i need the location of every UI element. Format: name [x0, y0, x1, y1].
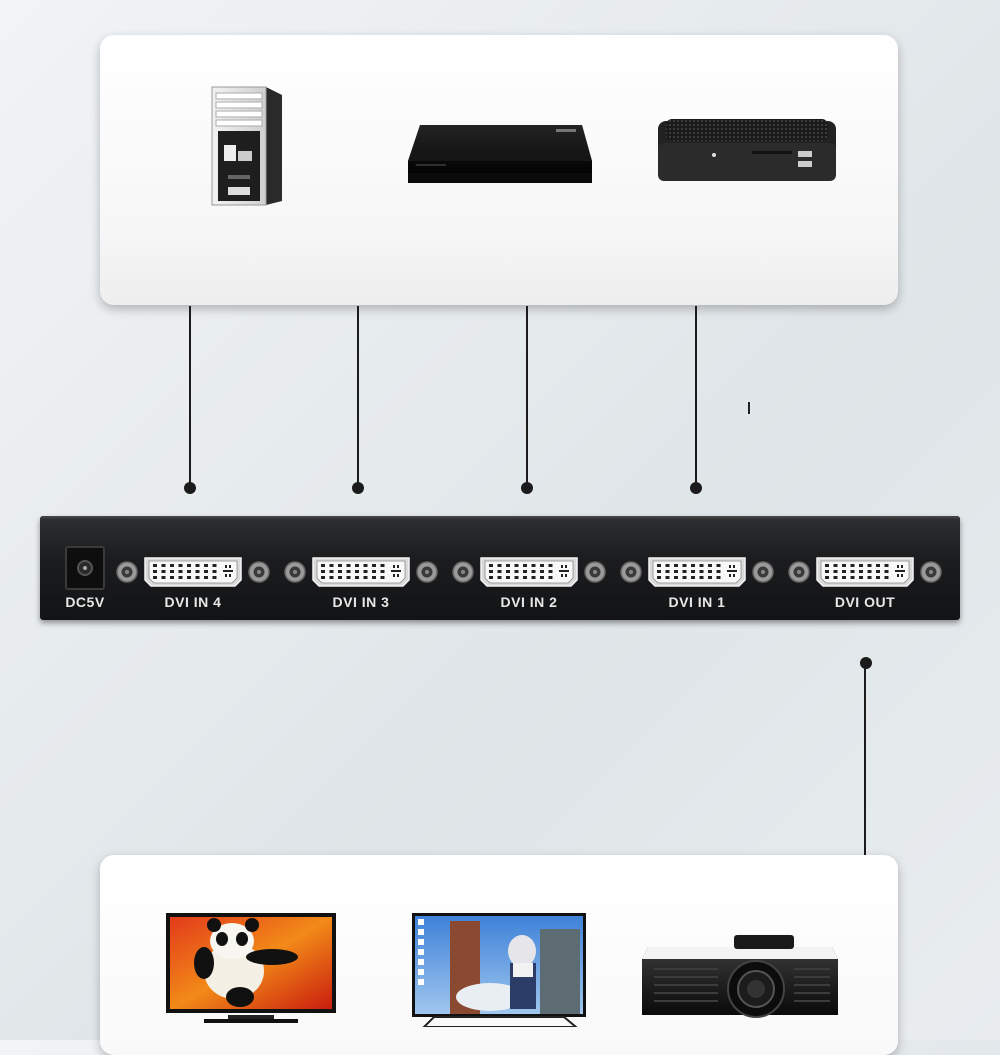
- source-wire-4: [695, 306, 697, 488]
- dvi-port-2: [284, 557, 438, 587]
- output-wire: [864, 663, 866, 856]
- set-top-box-icon: [658, 119, 836, 181]
- source-wire-2: [357, 306, 359, 488]
- stray-mark: [748, 402, 750, 414]
- game-console-icon: [408, 125, 592, 183]
- pc-tower-icon: [211, 86, 282, 206]
- dvi-switch-rear-panel: DC5V DVI IN 4 DVI IN 3 DVI IN 2 DVI IN 1 DVI…: [40, 516, 960, 620]
- dvi-port-1: [116, 557, 270, 587]
- dvi-port-label-1: DVI IN 4: [164, 594, 222, 610]
- display-devices-panel: [100, 855, 898, 1055]
- dvi-port-4: [620, 557, 774, 587]
- source-wire-1: [189, 306, 191, 488]
- dvi-port-label-3: DVI IN 2: [500, 594, 558, 610]
- source-devices-panel: [100, 35, 898, 305]
- monitor-icon: [412, 913, 586, 1027]
- output-connector-dot: [860, 657, 872, 669]
- source-wire-3: [526, 306, 528, 488]
- dc-power-label: DC5V: [65, 594, 105, 610]
- dvi-port-3: [452, 557, 606, 587]
- dvi-port-label-2: DVI IN 3: [332, 594, 390, 610]
- source-connector-dot-3: [521, 482, 533, 494]
- source-connector-dot-2: [352, 482, 364, 494]
- source-connector-dot-1: [184, 482, 196, 494]
- dvi-port-5: [788, 557, 942, 587]
- dvi-port-label-5: DVI OUT: [834, 594, 896, 610]
- tv-icon: [166, 913, 336, 1023]
- projector-icon: [642, 935, 838, 1018]
- source-connector-dot-4: [690, 482, 702, 494]
- dvi-port-label-4: DVI IN 1: [668, 594, 726, 610]
- dc-power-jack: [65, 546, 105, 590]
